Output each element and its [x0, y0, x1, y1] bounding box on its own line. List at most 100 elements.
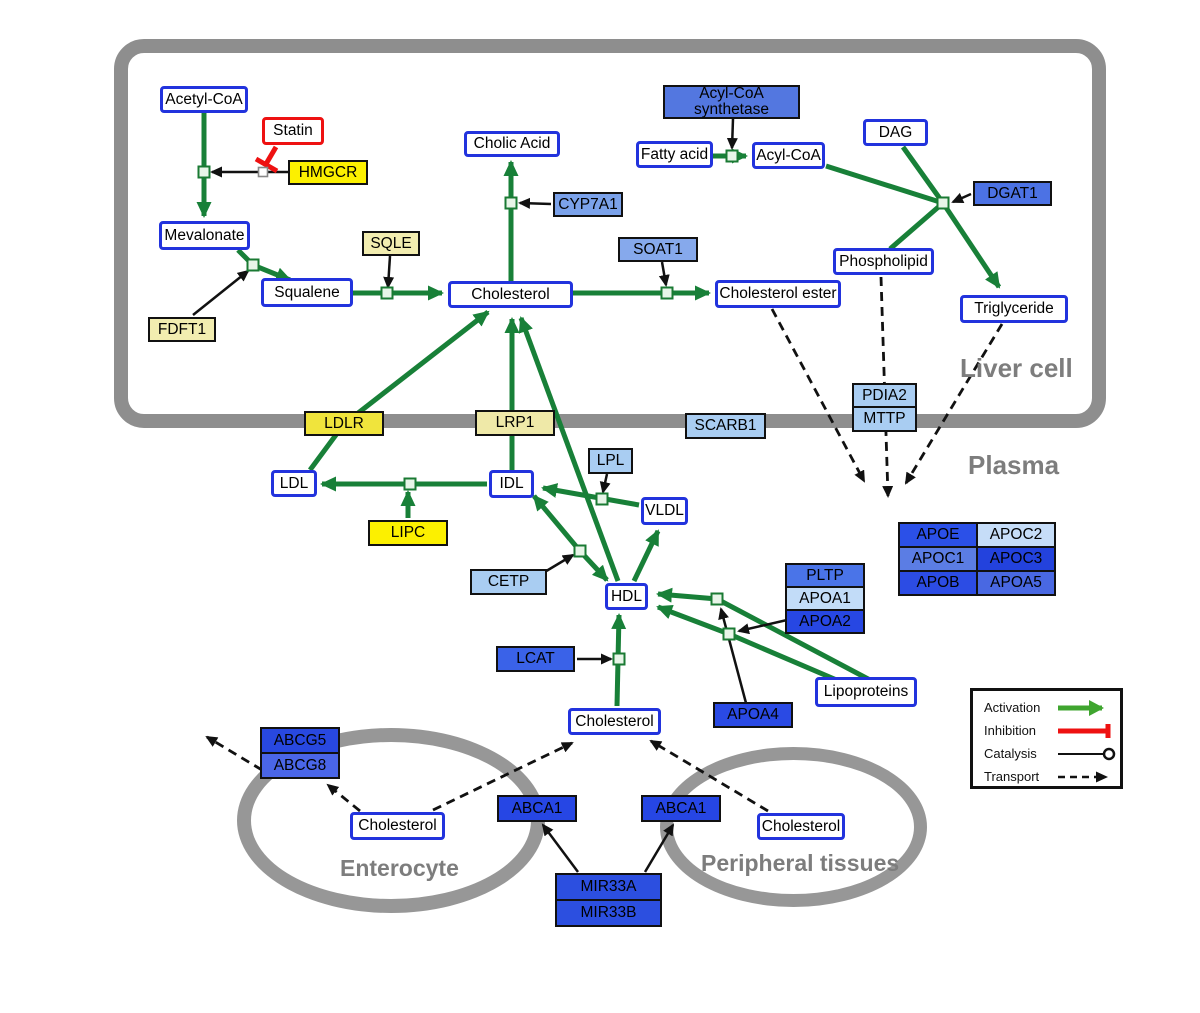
node-label-line2: synthetase: [694, 101, 769, 118]
node-vldl[interactable]: VLDL: [641, 497, 688, 525]
node-label: PDIA2: [862, 386, 907, 404]
node-label: FDFT1: [157, 320, 207, 338]
node-dgat1[interactable]: DGAT1: [973, 181, 1052, 206]
node-abca1-right[interactable]: ABCA1: [641, 795, 721, 822]
node-ldlr[interactable]: LDLR: [304, 411, 384, 436]
catalysis-edges: [192, 118, 972, 873]
node-abcg8[interactable]: ABCG8: [260, 752, 340, 779]
node-label: APOC3: [989, 550, 1043, 567]
node-apoe[interactable]: APOE: [898, 522, 978, 548]
node-label: DGAT1: [987, 184, 1038, 202]
node-hdl[interactable]: HDL: [605, 583, 648, 610]
node-label: MTTP: [863, 410, 906, 427]
node-dag[interactable]: DAG: [863, 119, 928, 146]
node-lrp1[interactable]: LRP1: [475, 410, 555, 436]
node-label: SQLE: [370, 234, 412, 252]
node-label: MIR33A: [580, 878, 637, 895]
enterocyte-label: Enterocyte: [340, 855, 459, 881]
node-label: Cholesterol ester: [719, 285, 837, 302]
node-label: APOB: [916, 574, 960, 591]
node-mir33b[interactable]: MIR33B: [555, 899, 662, 927]
node-cyp7a1[interactable]: CYP7A1: [553, 192, 623, 217]
node-label: ABCA1: [511, 799, 563, 817]
node-apoc3[interactable]: APOC3: [976, 546, 1056, 572]
node-label: ABCG8: [273, 756, 327, 774]
node-label: LRP1: [495, 414, 535, 431]
node-label: LPL: [596, 452, 625, 469]
node-pltp[interactable]: PLTP: [785, 563, 865, 588]
node-label: APOA4: [727, 706, 779, 723]
node-label: Fatty acid: [640, 145, 709, 163]
node-apoa1[interactable]: APOA1: [785, 586, 865, 611]
legend-catalysis-label: Catalysis: [984, 746, 1037, 761]
node-apoc2[interactable]: APOC2: [976, 522, 1056, 548]
node-label: Statin: [273, 122, 313, 139]
node-cholesterol-enterocyte[interactable]: Cholesterol: [350, 812, 445, 840]
node-cholesterol-peripheral[interactable]: Cholesterol: [757, 813, 845, 840]
node-label: CYP7A1: [558, 195, 618, 213]
node-apoc1[interactable]: APOC1: [898, 546, 978, 572]
node-apoa2[interactable]: APOA2: [785, 609, 865, 634]
node-apob[interactable]: APOB: [898, 570, 978, 596]
legend-activation-label: Activation: [984, 700, 1041, 715]
node-label: LCAT: [516, 650, 555, 667]
node-apoa4[interactable]: APOA4: [713, 702, 793, 728]
node-statin[interactable]: Statin: [262, 117, 324, 145]
node-phospholipid[interactable]: Phospholipid: [833, 248, 934, 275]
peripheral-tissues-label: Peripheral tissues: [701, 850, 900, 876]
statin-target-junction: [257, 166, 269, 178]
node-sqle[interactable]: SQLE: [362, 231, 420, 256]
node-idl[interactable]: IDL: [489, 470, 534, 498]
node-label: Cholesterol: [575, 712, 654, 730]
node-label: CETP: [487, 573, 530, 590]
node-hmgcr[interactable]: HMGCR: [288, 160, 368, 185]
node-label: Cholesterol: [358, 817, 437, 834]
node-mevalonate[interactable]: Mevalonate: [159, 221, 250, 250]
legend-catalysis-row: Catalysis: [984, 742, 1120, 765]
node-soat1[interactable]: SOAT1: [618, 237, 698, 262]
node-lpl[interactable]: LPL: [588, 448, 633, 474]
node-acetyl-coa[interactable]: Acetyl-CoA: [160, 86, 248, 113]
node-fdft1[interactable]: FDFT1: [148, 317, 216, 342]
node-mir33a[interactable]: MIR33A: [555, 873, 662, 901]
catalysis-circle-icon: [1058, 747, 1116, 760]
node-label: APOC1: [911, 550, 965, 567]
node-lipoproteins[interactable]: Lipoproteins: [815, 677, 917, 707]
node-acyl-coa[interactable]: Acyl-CoA: [752, 142, 825, 169]
node-label: Cholic Acid: [473, 135, 551, 152]
node-pdia2[interactable]: PDIA2: [852, 383, 917, 408]
node-mttp[interactable]: MTTP: [852, 406, 917, 432]
legend-transport-label: Transport: [984, 769, 1040, 784]
node-fatty-acid[interactable]: Fatty acid: [636, 141, 713, 168]
activation-arrow-icon: [1058, 699, 1104, 716]
node-ldl[interactable]: LDL: [271, 470, 317, 497]
node-apoa5[interactable]: APOA5: [976, 570, 1056, 596]
node-abcg5[interactable]: ABCG5: [260, 727, 340, 754]
node-label: Phospholipid: [839, 252, 928, 270]
node-lcat[interactable]: LCAT: [496, 646, 575, 672]
node-label: APOA5: [990, 574, 1042, 591]
node-label: HDL: [610, 587, 642, 605]
node-label: ABCG5: [273, 731, 327, 749]
node-label: IDL: [499, 475, 524, 492]
node-triglyceride[interactable]: Triglyceride: [960, 295, 1068, 323]
node-lipc[interactable]: LIPC: [368, 520, 448, 546]
node-abca1-left[interactable]: ABCA1: [497, 795, 577, 822]
legend-transport-row: Transport: [984, 765, 1120, 788]
node-label: MIR33B: [580, 904, 637, 921]
node-label: Cholesterol: [761, 817, 841, 835]
node-cholesterol-liver[interactable]: Cholesterol: [448, 281, 573, 308]
node-cholesterol-plasma[interactable]: Cholesterol: [568, 708, 661, 735]
node-label: APOA1: [799, 589, 851, 607]
node-cholesterol-ester[interactable]: Cholesterol ester: [715, 280, 841, 308]
legend-inhibition-row: Inhibition: [984, 719, 1120, 742]
node-label: Triglyceride: [974, 300, 1054, 317]
node-cholic-acid[interactable]: Cholic Acid: [464, 131, 560, 157]
node-cetp[interactable]: CETP: [470, 569, 547, 595]
node-scarb1[interactable]: SCARB1: [685, 413, 766, 439]
node-squalene[interactable]: Squalene: [261, 278, 353, 307]
node-label: PLTP: [806, 566, 844, 584]
